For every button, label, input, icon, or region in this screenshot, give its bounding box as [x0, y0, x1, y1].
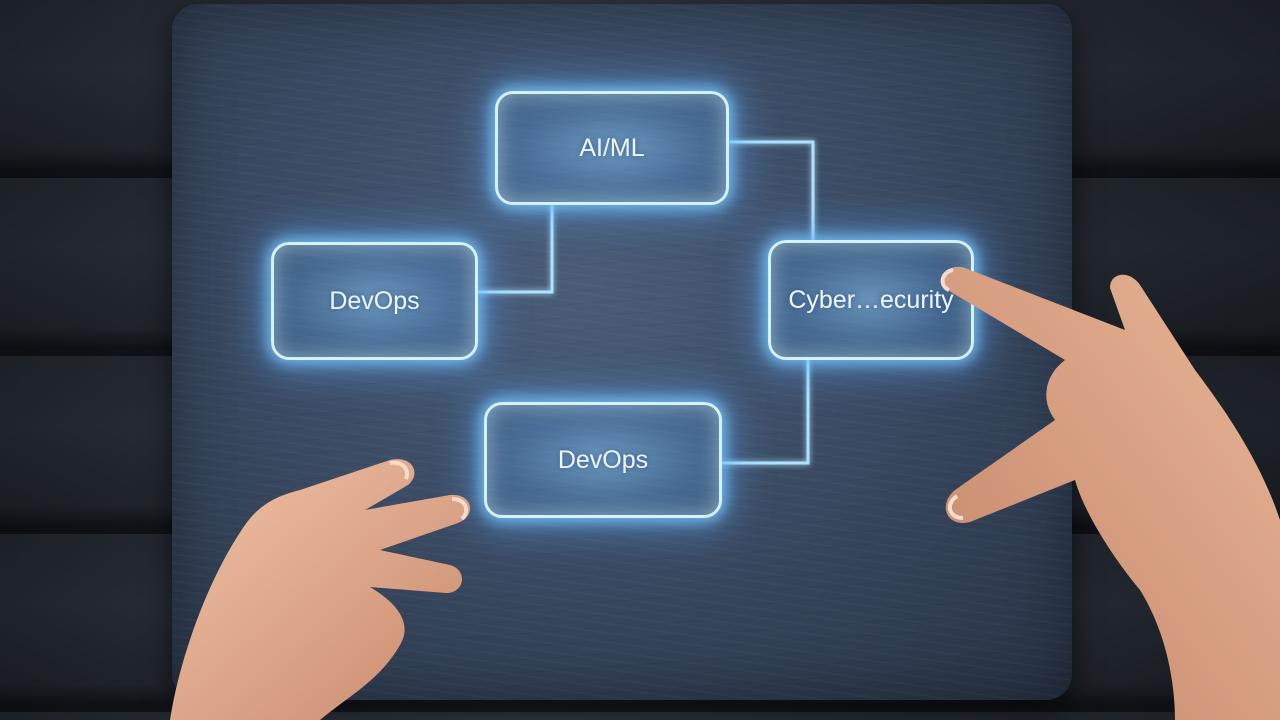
connector-devops-to-ai — [478, 205, 554, 294]
node-devops-left[interactable]: DevOps — [271, 242, 478, 360]
right-hand-illustration — [940, 266, 1280, 720]
connector-cyber-to-devops — [722, 360, 810, 465]
left-hand-illustration — [170, 459, 471, 720]
node-ai-ml[interactable]: AI/ML — [495, 91, 729, 205]
node-label: DevOps — [329, 286, 420, 315]
node-label: DevOps — [557, 445, 649, 474]
node-label: Cyber…ecurity — [788, 285, 954, 314]
node-label: AI/ML — [579, 133, 645, 162]
connector-ai-to-cyber — [729, 140, 815, 240]
node-devops-bottom[interactable]: DevOps — [484, 402, 722, 518]
node-cybersecurity[interactable]: Cyber…ecurity — [768, 240, 974, 360]
